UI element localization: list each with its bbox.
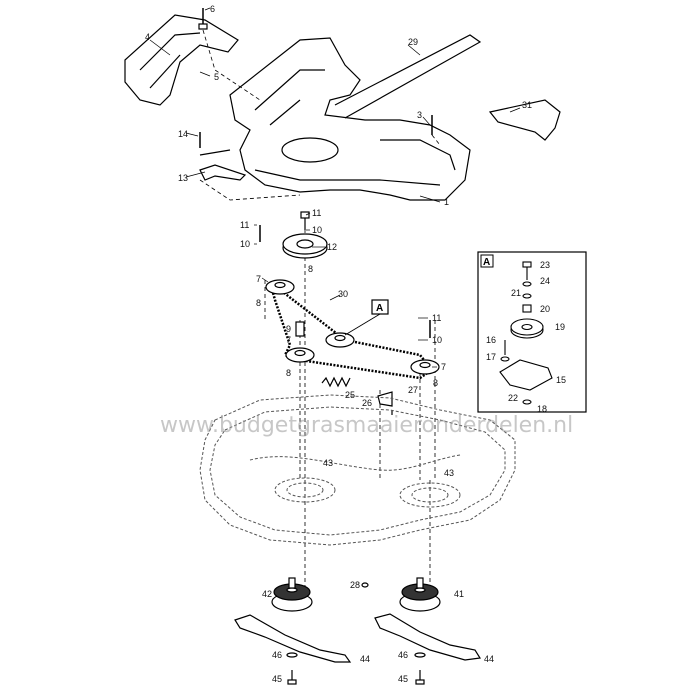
part-label: 8 bbox=[286, 368, 291, 378]
part-label: 31 bbox=[522, 100, 532, 110]
part-label: 25 bbox=[345, 390, 355, 400]
part-label: 10 bbox=[432, 335, 442, 345]
part-label: 13 bbox=[178, 173, 188, 183]
part-label: 8 bbox=[308, 264, 313, 274]
part-label: 42 bbox=[262, 589, 272, 599]
mower-blade bbox=[374, 613, 482, 661]
main-cover-part bbox=[229, 37, 471, 201]
mower-deck bbox=[199, 394, 516, 546]
bracket-part bbox=[488, 99, 561, 141]
part-label: 44 bbox=[484, 654, 494, 664]
part-label: 5 bbox=[214, 72, 219, 82]
part-label: 45 bbox=[398, 674, 408, 684]
deck-belt bbox=[267, 278, 434, 380]
lever-part bbox=[199, 164, 247, 181]
part-label: 20 bbox=[540, 304, 550, 314]
watermark: www.budgetgrasmaaieronderdelen.nl bbox=[160, 413, 573, 438]
part-label: 11 bbox=[312, 208, 321, 218]
part-label: 16 bbox=[486, 335, 496, 345]
part-label: 46 bbox=[272, 650, 282, 660]
part-label: 3 bbox=[417, 110, 422, 120]
part-label: 17 bbox=[486, 352, 496, 362]
part-label: 12 bbox=[327, 242, 337, 252]
leader-lines bbox=[149, 7, 521, 368]
part-label: 7 bbox=[286, 335, 291, 345]
part-label: 23 bbox=[540, 260, 550, 270]
part-label: 14 bbox=[178, 129, 188, 139]
part-label: 11 bbox=[240, 220, 249, 230]
blade-assembly bbox=[234, 577, 482, 685]
part-label: 15 bbox=[556, 375, 566, 385]
part-label: 21 bbox=[511, 288, 521, 298]
detail-box-a: A bbox=[477, 251, 587, 413]
pulley-assembly bbox=[259, 211, 440, 415]
callout-a: A bbox=[344, 299, 389, 336]
mower-blade bbox=[234, 614, 352, 663]
part-label: 46 bbox=[398, 650, 408, 660]
part-label: 41 bbox=[454, 589, 464, 599]
part-label: 19 bbox=[555, 322, 565, 332]
part-label: 9 bbox=[286, 324, 291, 334]
svg-text:A: A bbox=[376, 303, 383, 314]
part-label: 11 bbox=[432, 313, 441, 323]
part-label: 7 bbox=[256, 274, 261, 284]
part-label: 43 bbox=[323, 458, 333, 468]
belt-cover-assembly bbox=[124, 8, 561, 201]
part-label: 44 bbox=[360, 654, 370, 664]
part-label: 10 bbox=[240, 239, 250, 249]
tension-spring bbox=[321, 376, 351, 388]
idler-arm bbox=[499, 359, 553, 391]
part-label: 43 bbox=[444, 468, 454, 478]
part-label: 1 bbox=[444, 197, 449, 207]
part-label: 26 bbox=[362, 398, 372, 408]
assembly-guide-lines bbox=[199, 29, 441, 600]
part-label: 4 bbox=[145, 32, 150, 42]
part-label: 29 bbox=[408, 37, 418, 47]
part-label: 8 bbox=[433, 378, 438, 388]
side-cover-part bbox=[124, 14, 239, 106]
part-label: 27 bbox=[408, 385, 418, 395]
part-label: 22 bbox=[508, 393, 518, 403]
part-label: 24 bbox=[540, 276, 550, 286]
part-label: 6 bbox=[210, 4, 215, 14]
part-label: 30 bbox=[338, 289, 348, 299]
part-label: 28 bbox=[350, 580, 360, 590]
drive-belt bbox=[334, 34, 482, 119]
part-number-labels: 6 4 5 29 31 3 14 13 1 11 10 12 11 10 8 7… bbox=[145, 4, 566, 684]
part-label: 8 bbox=[256, 298, 261, 308]
detail-box-label: A bbox=[483, 257, 490, 268]
part-label: 7 bbox=[441, 362, 446, 372]
part-label: 18 bbox=[537, 404, 547, 414]
part-label: 10 bbox=[312, 225, 322, 235]
part-label: 45 bbox=[272, 674, 282, 684]
